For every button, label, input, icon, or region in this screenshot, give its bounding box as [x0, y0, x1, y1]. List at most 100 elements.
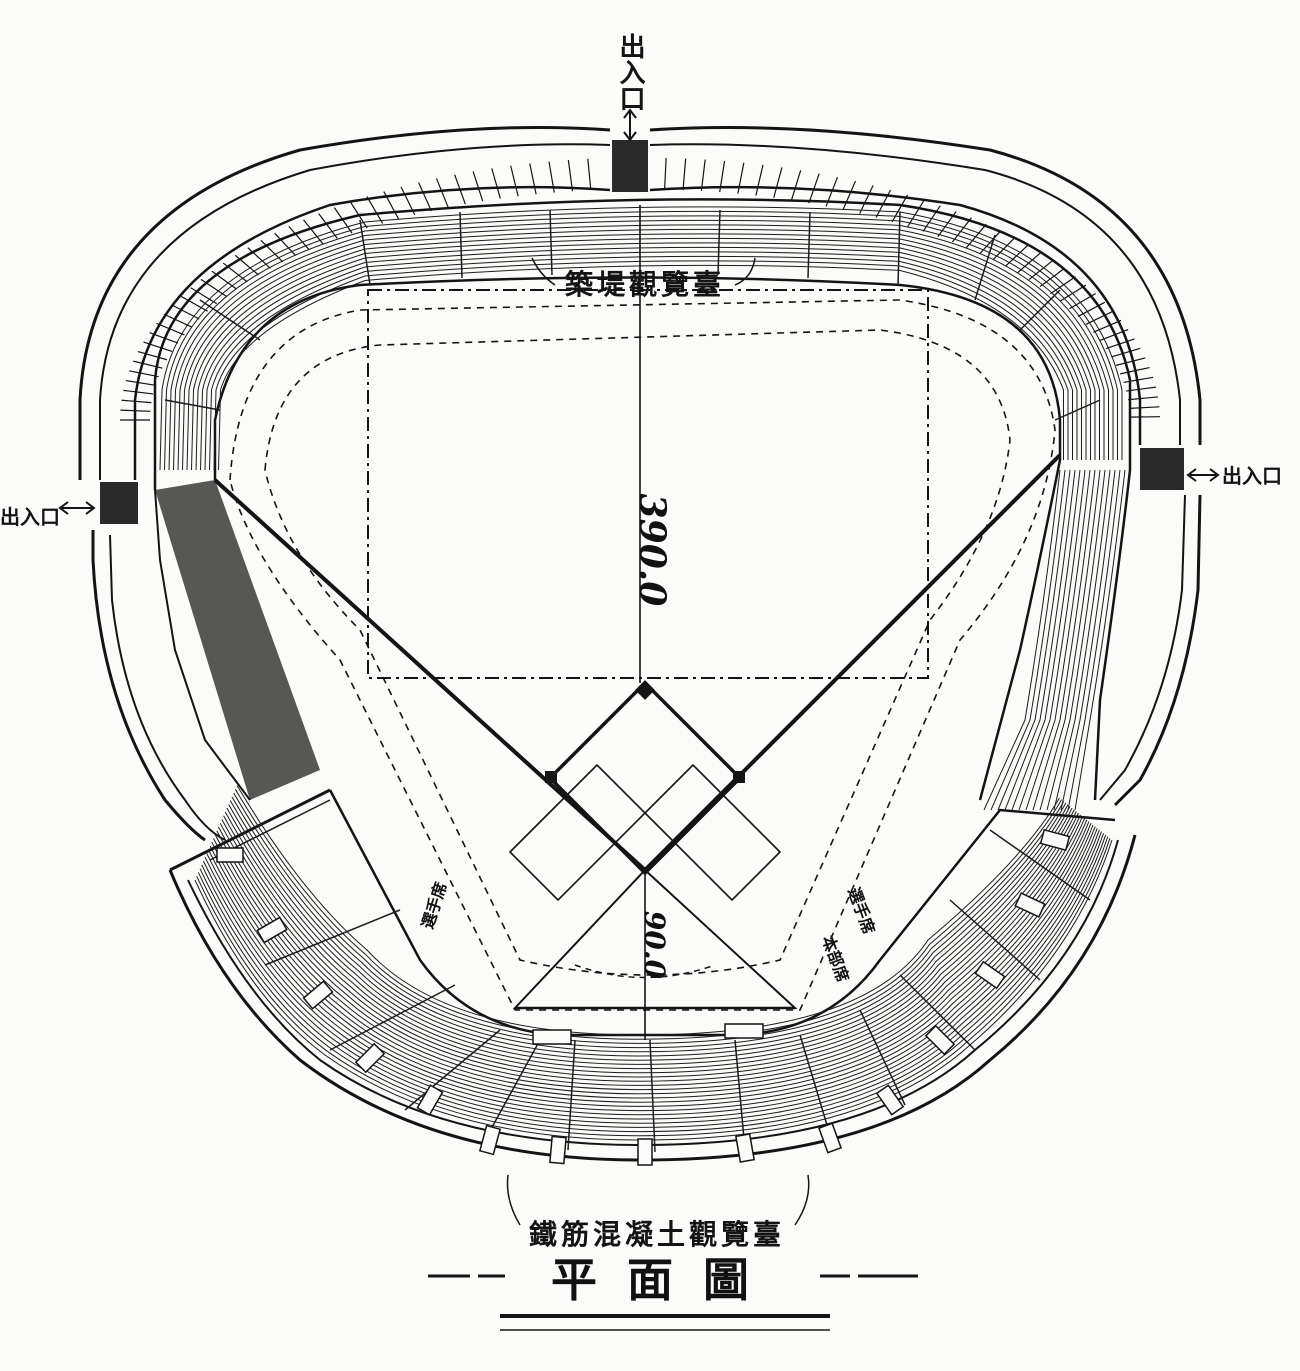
seat-row	[223, 811, 1077, 1070]
seat-row	[1032, 469, 1096, 811]
grandstand-inner-edge	[328, 789, 1116, 1037]
aisle-landing	[637, 1138, 653, 1166]
dugout-left[interactable]	[532, 1029, 572, 1045]
bank-stand-leader-right	[734, 257, 756, 286]
hatch-line	[965, 223, 987, 249]
hatch-line	[264, 909, 401, 966]
outer-wall	[78, 126, 1202, 480]
infield-diamond	[547, 680, 743, 876]
outer-wall-inner	[99, 143, 1181, 480]
hatch-line	[773, 167, 783, 198]
hatch-line	[974, 234, 996, 301]
seat-row	[213, 260, 1069, 471]
hatch-line	[121, 399, 152, 404]
concrete-stand-leader-left	[506, 1174, 521, 1226]
hatch-line	[303, 219, 324, 245]
backstop-dimension: 90.0	[638, 911, 671, 980]
hatch-line	[125, 379, 156, 386]
hatch-line	[649, 1039, 656, 1153]
gate-left[interactable]	[100, 482, 138, 524]
seat-row	[204, 829, 1100, 1116]
aisle-landing	[1039, 828, 1071, 852]
seat-row	[191, 237, 1091, 471]
concrete-stand-label: 鐵筋混凝土觀覽臺	[529, 1218, 785, 1251]
hatch-line	[164, 399, 221, 411]
aisle-landing	[974, 960, 1006, 990]
hatch-line	[143, 341, 173, 352]
hatch-line	[1028, 259, 1054, 281]
aisle-landing	[478, 1124, 502, 1156]
aisle-landing	[416, 1084, 444, 1116]
hatch-line	[949, 899, 1041, 981]
hatch-line	[548, 161, 555, 193]
concrete-stand-leader-right	[794, 1174, 810, 1226]
hatch-line	[459, 211, 463, 279]
hatch-line	[1077, 301, 1106, 317]
hatch-line	[1039, 267, 1065, 288]
hatch-line	[737, 162, 745, 194]
aisle-landing	[818, 1122, 842, 1154]
dugout-right[interactable]	[724, 1023, 764, 1039]
second-base	[635, 680, 655, 700]
hatch-line	[260, 239, 284, 263]
warning-track-inner	[264, 329, 1011, 976]
outer-wall-lower-right-inner	[1099, 494, 1186, 801]
hatch-line	[366, 196, 384, 224]
hatch-line	[891, 194, 909, 223]
hatch-line	[1120, 366, 1150, 375]
hatch-line	[1050, 276, 1076, 295]
seat-row	[1011, 469, 1081, 811]
seat-row	[231, 796, 1067, 1049]
hatch-line	[567, 1039, 576, 1151]
seat-row	[173, 219, 1109, 471]
hatch-line	[472, 171, 484, 202]
seat-row	[218, 264, 1064, 471]
box-left-label: 選手席	[418, 880, 451, 932]
hatch-line	[454, 174, 466, 205]
hatch-line	[951, 217, 972, 243]
hatch-line	[989, 829, 1091, 901]
seat-row	[218, 816, 1084, 1082]
aisle-landing	[1014, 892, 1046, 918]
gate-right[interactable]	[1140, 448, 1184, 490]
seat-row	[1025, 469, 1091, 811]
seat-row	[211, 823, 1092, 1099]
seat-row	[1018, 469, 1086, 811]
gate-top[interactable]	[612, 140, 648, 192]
seat-row	[164, 210, 1118, 471]
first-base	[733, 771, 745, 783]
seat-row	[159, 206, 1123, 471]
stand-inner-boundary	[213, 276, 1062, 801]
box-right-label-1: 選手席	[844, 885, 878, 937]
seat-row	[983, 469, 1061, 811]
hatch-line	[1019, 289, 1061, 331]
hatch-line	[318, 213, 338, 239]
hatch-line	[700, 159, 706, 191]
hatch-line	[808, 173, 820, 204]
outer-wall-lower-left-inner	[109, 534, 226, 841]
box-right-label-2: 本部席	[818, 933, 852, 985]
hatch-line	[842, 180, 857, 211]
aisle-landing	[924, 1024, 956, 1056]
hatch-line	[1085, 310, 1114, 325]
hatch-line	[1115, 357, 1146, 366]
hatch-line	[807, 211, 811, 279]
hatch-line	[190, 287, 217, 305]
seat-row	[168, 215, 1114, 471]
seat-row	[233, 792, 1065, 1044]
hatch-line	[567, 159, 574, 192]
seat-row	[204, 251, 1078, 471]
center-field-dimension: 390.0	[631, 494, 673, 607]
seat-row	[182, 228, 1100, 471]
bank-stand-label: 築堤觀覽臺	[564, 268, 725, 301]
hatch-line	[172, 304, 200, 320]
seat-row	[228, 804, 1071, 1057]
hatch-line	[418, 182, 432, 212]
seat-row	[234, 789, 1063, 1040]
arrow-top	[623, 108, 637, 142]
aisle-landing	[549, 1135, 567, 1165]
seat-row	[1039, 469, 1101, 811]
seat-row	[186, 233, 1096, 471]
hatch-line	[1054, 399, 1101, 421]
